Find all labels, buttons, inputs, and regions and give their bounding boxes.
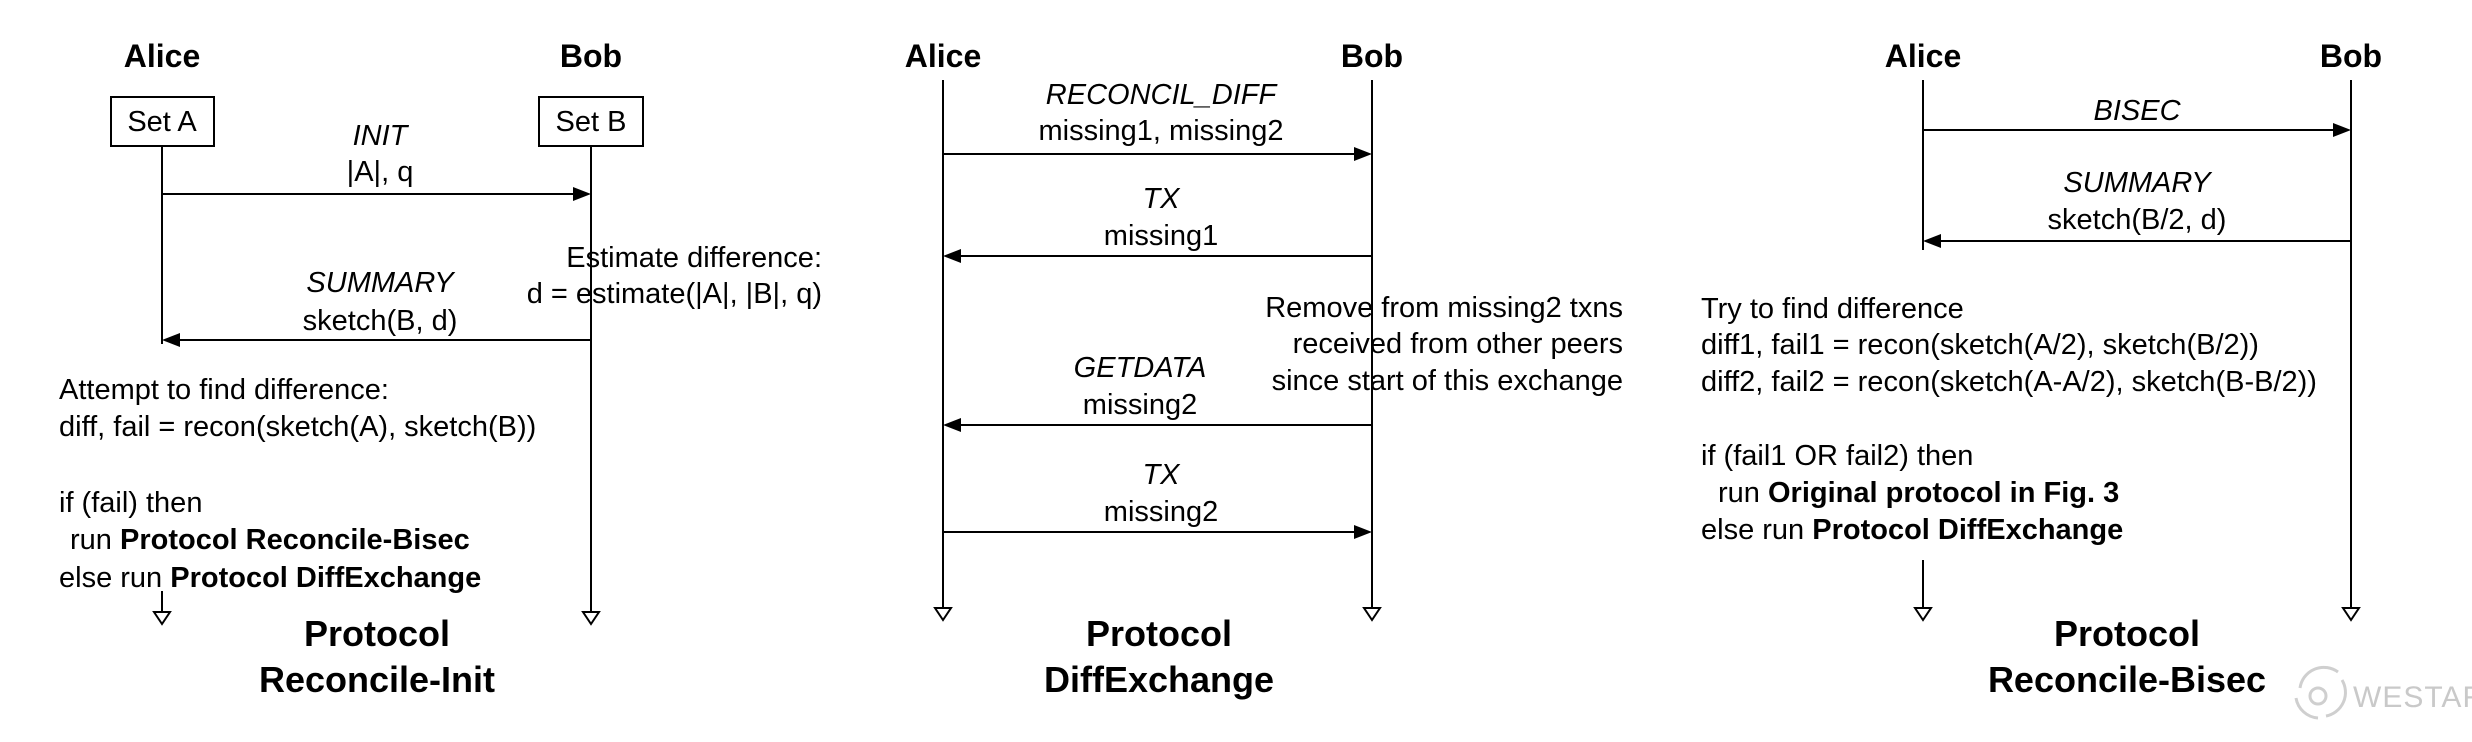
note-line-5-prefix: else run xyxy=(59,562,170,594)
bob-lifeline-end xyxy=(1362,607,1382,622)
panel-title-line-1: Protocol xyxy=(1086,613,1232,654)
msg-tx2-args: missing2 xyxy=(1104,496,1218,528)
actor-bob: Bob xyxy=(1341,38,1403,74)
bob-lifeline-end xyxy=(581,611,601,626)
actor-alice: Alice xyxy=(905,38,981,74)
msg-getdata-args: missing2 xyxy=(1083,389,1197,421)
msg-getdata-name: GETDATA xyxy=(1074,352,1207,384)
note-line-5: else run Protocol DiffExchange xyxy=(59,562,481,594)
actor-alice: Alice xyxy=(1885,38,1961,74)
msg-summary-args: sketch(B/2, d) xyxy=(2048,204,2227,236)
watermark: WESTAR xyxy=(2294,665,2472,720)
alice-lifeline-end xyxy=(152,611,172,626)
note-line-6-bold: Protocol DiffExchange xyxy=(1812,514,2123,546)
alice-lifeline-end xyxy=(1913,607,1933,622)
msg-tx1-name: TX xyxy=(1142,183,1181,215)
msg-reconcil-diff-head xyxy=(1354,147,1372,161)
note-line-6-prefix: else run xyxy=(1701,514,1812,546)
note-line-4: run Protocol Reconcile-Bisec xyxy=(70,524,470,556)
panel-reconcile-init: Alice Bob Set A Set B INIT |A|, q Estima… xyxy=(59,38,822,700)
alice-lifeline-end xyxy=(933,607,953,622)
panel-title-line-2: Reconcile-Bisec xyxy=(1988,659,2266,700)
note-line-5-bold: Protocol DiffExchange xyxy=(170,562,481,594)
note-line-2: diff, fail = recon(sketch(A), sketch(B)) xyxy=(59,411,536,443)
msg-init-args: |A|, q xyxy=(347,156,414,188)
note-line-2: received from other peers xyxy=(1293,328,1623,360)
msg-summary-args: sketch(B, d) xyxy=(303,305,458,337)
panel-title-line-1: Protocol xyxy=(2054,613,2200,654)
msg-bisec-head xyxy=(2333,123,2351,137)
watermark-logo-icon xyxy=(2294,665,2347,720)
set-b-label: Set B xyxy=(556,106,627,138)
note-line-3: diff2, fail2 = recon(sketch(A-A/2), sket… xyxy=(1701,366,2317,398)
panel-title-line-2: Reconcile-Init xyxy=(259,659,495,700)
note-line-4: if (fail1 OR fail2) then xyxy=(1701,440,1973,472)
msg-bisec-name: BISEC xyxy=(2093,95,2181,127)
actor-bob: Bob xyxy=(2320,38,2382,74)
msg-tx1-args: missing1 xyxy=(1104,220,1218,252)
panel-title-line-1: Protocol xyxy=(304,613,450,654)
msg-init-head xyxy=(573,187,591,201)
actor-bob: Bob xyxy=(560,38,622,74)
msg-init-name: INIT xyxy=(353,120,410,152)
msg-summary-name: SUMMARY xyxy=(2063,167,2213,199)
actor-alice: Alice xyxy=(124,38,200,74)
bob-lifeline-end xyxy=(2341,607,2361,622)
note-line-1: Remove from missing2 txns xyxy=(1265,292,1623,324)
panel-diffexchange: Alice Bob RECONCIL_DIFF missing1, missin… xyxy=(905,38,1623,700)
set-a-label: Set A xyxy=(127,106,197,138)
estimate-line-1: Estimate difference: xyxy=(566,242,822,274)
msg-reconcil-diff-args: missing1, missing2 xyxy=(1039,115,1284,147)
note-line-4-bold: Protocol Reconcile-Bisec xyxy=(120,524,470,556)
set-b-box xyxy=(538,96,644,147)
msg-getdata-head xyxy=(943,418,961,432)
note-line-4-prefix: run xyxy=(70,524,120,556)
note-line-1: Attempt to find difference: xyxy=(59,374,389,406)
note-line-1: Try to find difference xyxy=(1701,293,1964,325)
note-line-6: else run Protocol DiffExchange xyxy=(1701,514,2123,546)
note-line-3: if (fail) then xyxy=(59,487,202,519)
set-a-box xyxy=(110,96,215,147)
note-line-3: since start of this exchange xyxy=(1272,365,1623,397)
note-line-5-bold: Original protocol in Fig. 3 xyxy=(1768,477,2119,509)
msg-summary-head xyxy=(162,333,180,347)
note-line-2: diff1, fail1 = recon(sketch(A/2), sketch… xyxy=(1701,329,2259,361)
msg-tx2-name: TX xyxy=(1142,459,1181,491)
note-line-5: run Original protocol in Fig. 3 xyxy=(1718,477,2119,509)
estimate-line-2: d = estimate(|A|, |B|, q) xyxy=(527,278,822,310)
watermark-text: WESTAR xyxy=(2353,681,2472,714)
msg-tx1-head xyxy=(943,249,961,263)
msg-tx2-head xyxy=(1354,525,1372,539)
msg-summary-name: SUMMARY xyxy=(306,267,456,299)
msg-summary-head xyxy=(1923,234,1941,248)
panel-title-line-2: DiffExchange xyxy=(1044,659,1274,700)
msg-reconcil-diff-name: RECONCIL_DIFF xyxy=(1046,79,1279,111)
note-line-5-prefix: run xyxy=(1718,477,1768,509)
panel-reconcile-bisec: Alice Bob BISEC SUMMARY sketch(B/2, d) T… xyxy=(1701,38,2382,700)
